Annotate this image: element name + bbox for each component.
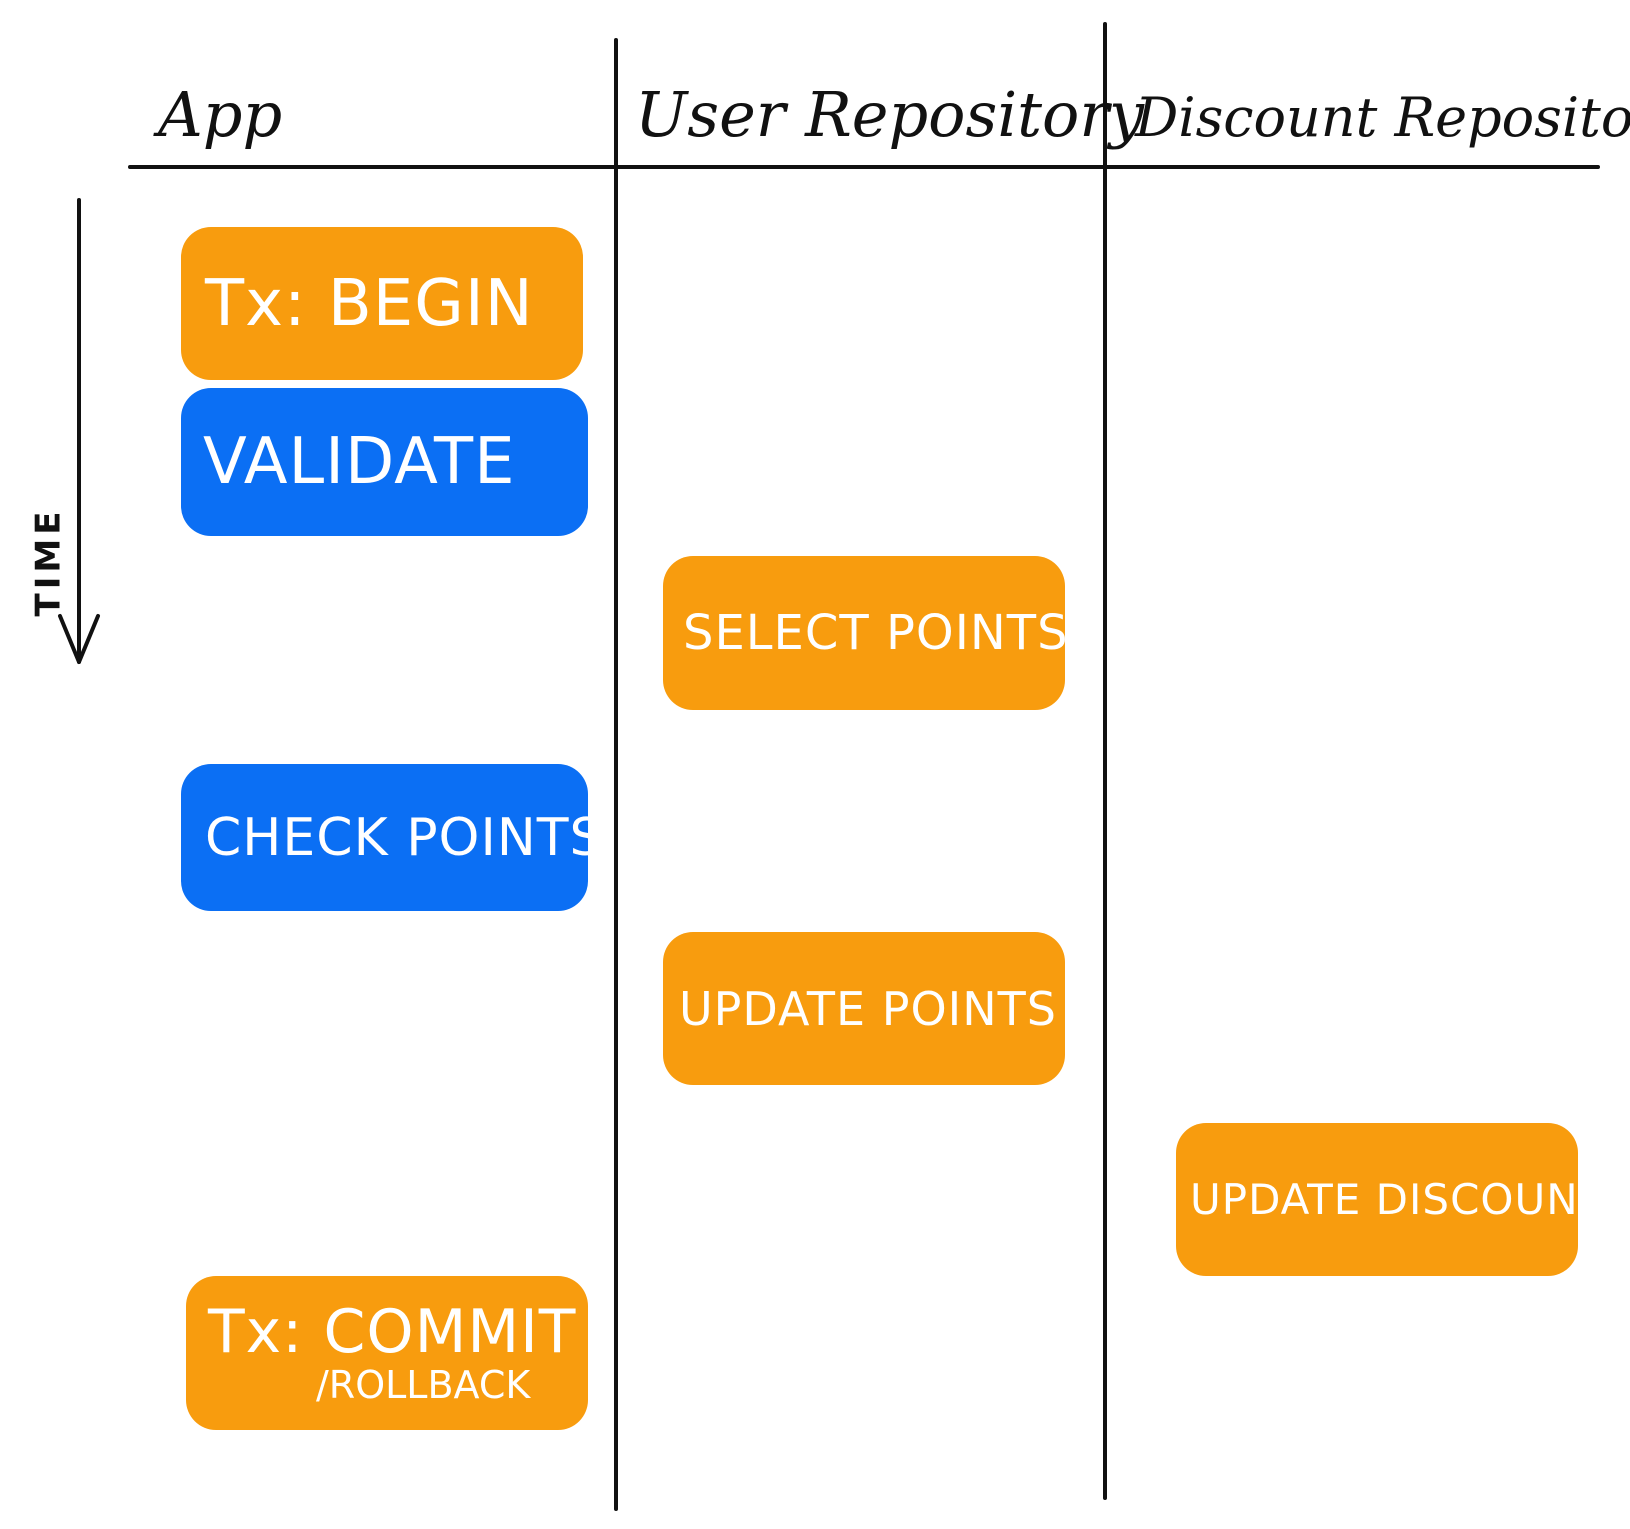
column-header-discount-repository: Discount Repository [1135, 86, 1630, 149]
step-tx-begin: Tx: BEGIN [181, 227, 583, 380]
time-arrow-icon [58, 198, 100, 664]
step-tx-commit-label: Tx: COMMIT [208, 1297, 577, 1367]
step-tx-begin-label: Tx: BEGIN [205, 266, 534, 341]
step-tx-commit: Tx: COMMIT /ROLLBACK [186, 1276, 588, 1430]
step-validate-label: VALIDATE [203, 425, 516, 499]
header-divider [128, 165, 1600, 169]
column-separator-2 [1103, 22, 1107, 1500]
step-validate: VALIDATE [181, 388, 588, 536]
step-update-discount-label: UPDATE DISCOUNT [1190, 1175, 1606, 1224]
step-select-points: SELECT POINTS [663, 556, 1068, 710]
step-select-points-label: SELECT POINTS [683, 605, 1069, 661]
column-header-app: App [158, 78, 283, 151]
column-header-user-repository: User Repository [635, 78, 1145, 151]
step-update-points: UPDATE POINTS [663, 932, 1065, 1085]
step-tx-rollback-label: /ROLLBACK [316, 1363, 531, 1407]
time-axis-label: TIME [28, 507, 69, 617]
step-check-points-label: CHECK POINTS [205, 807, 604, 868]
step-check-points: CHECK POINTS [181, 764, 603, 911]
step-update-points-label: UPDATE POINTS [679, 981, 1057, 1036]
step-update-discount: UPDATE DISCOUNT [1176, 1123, 1604, 1276]
column-separator-1 [614, 38, 618, 1511]
